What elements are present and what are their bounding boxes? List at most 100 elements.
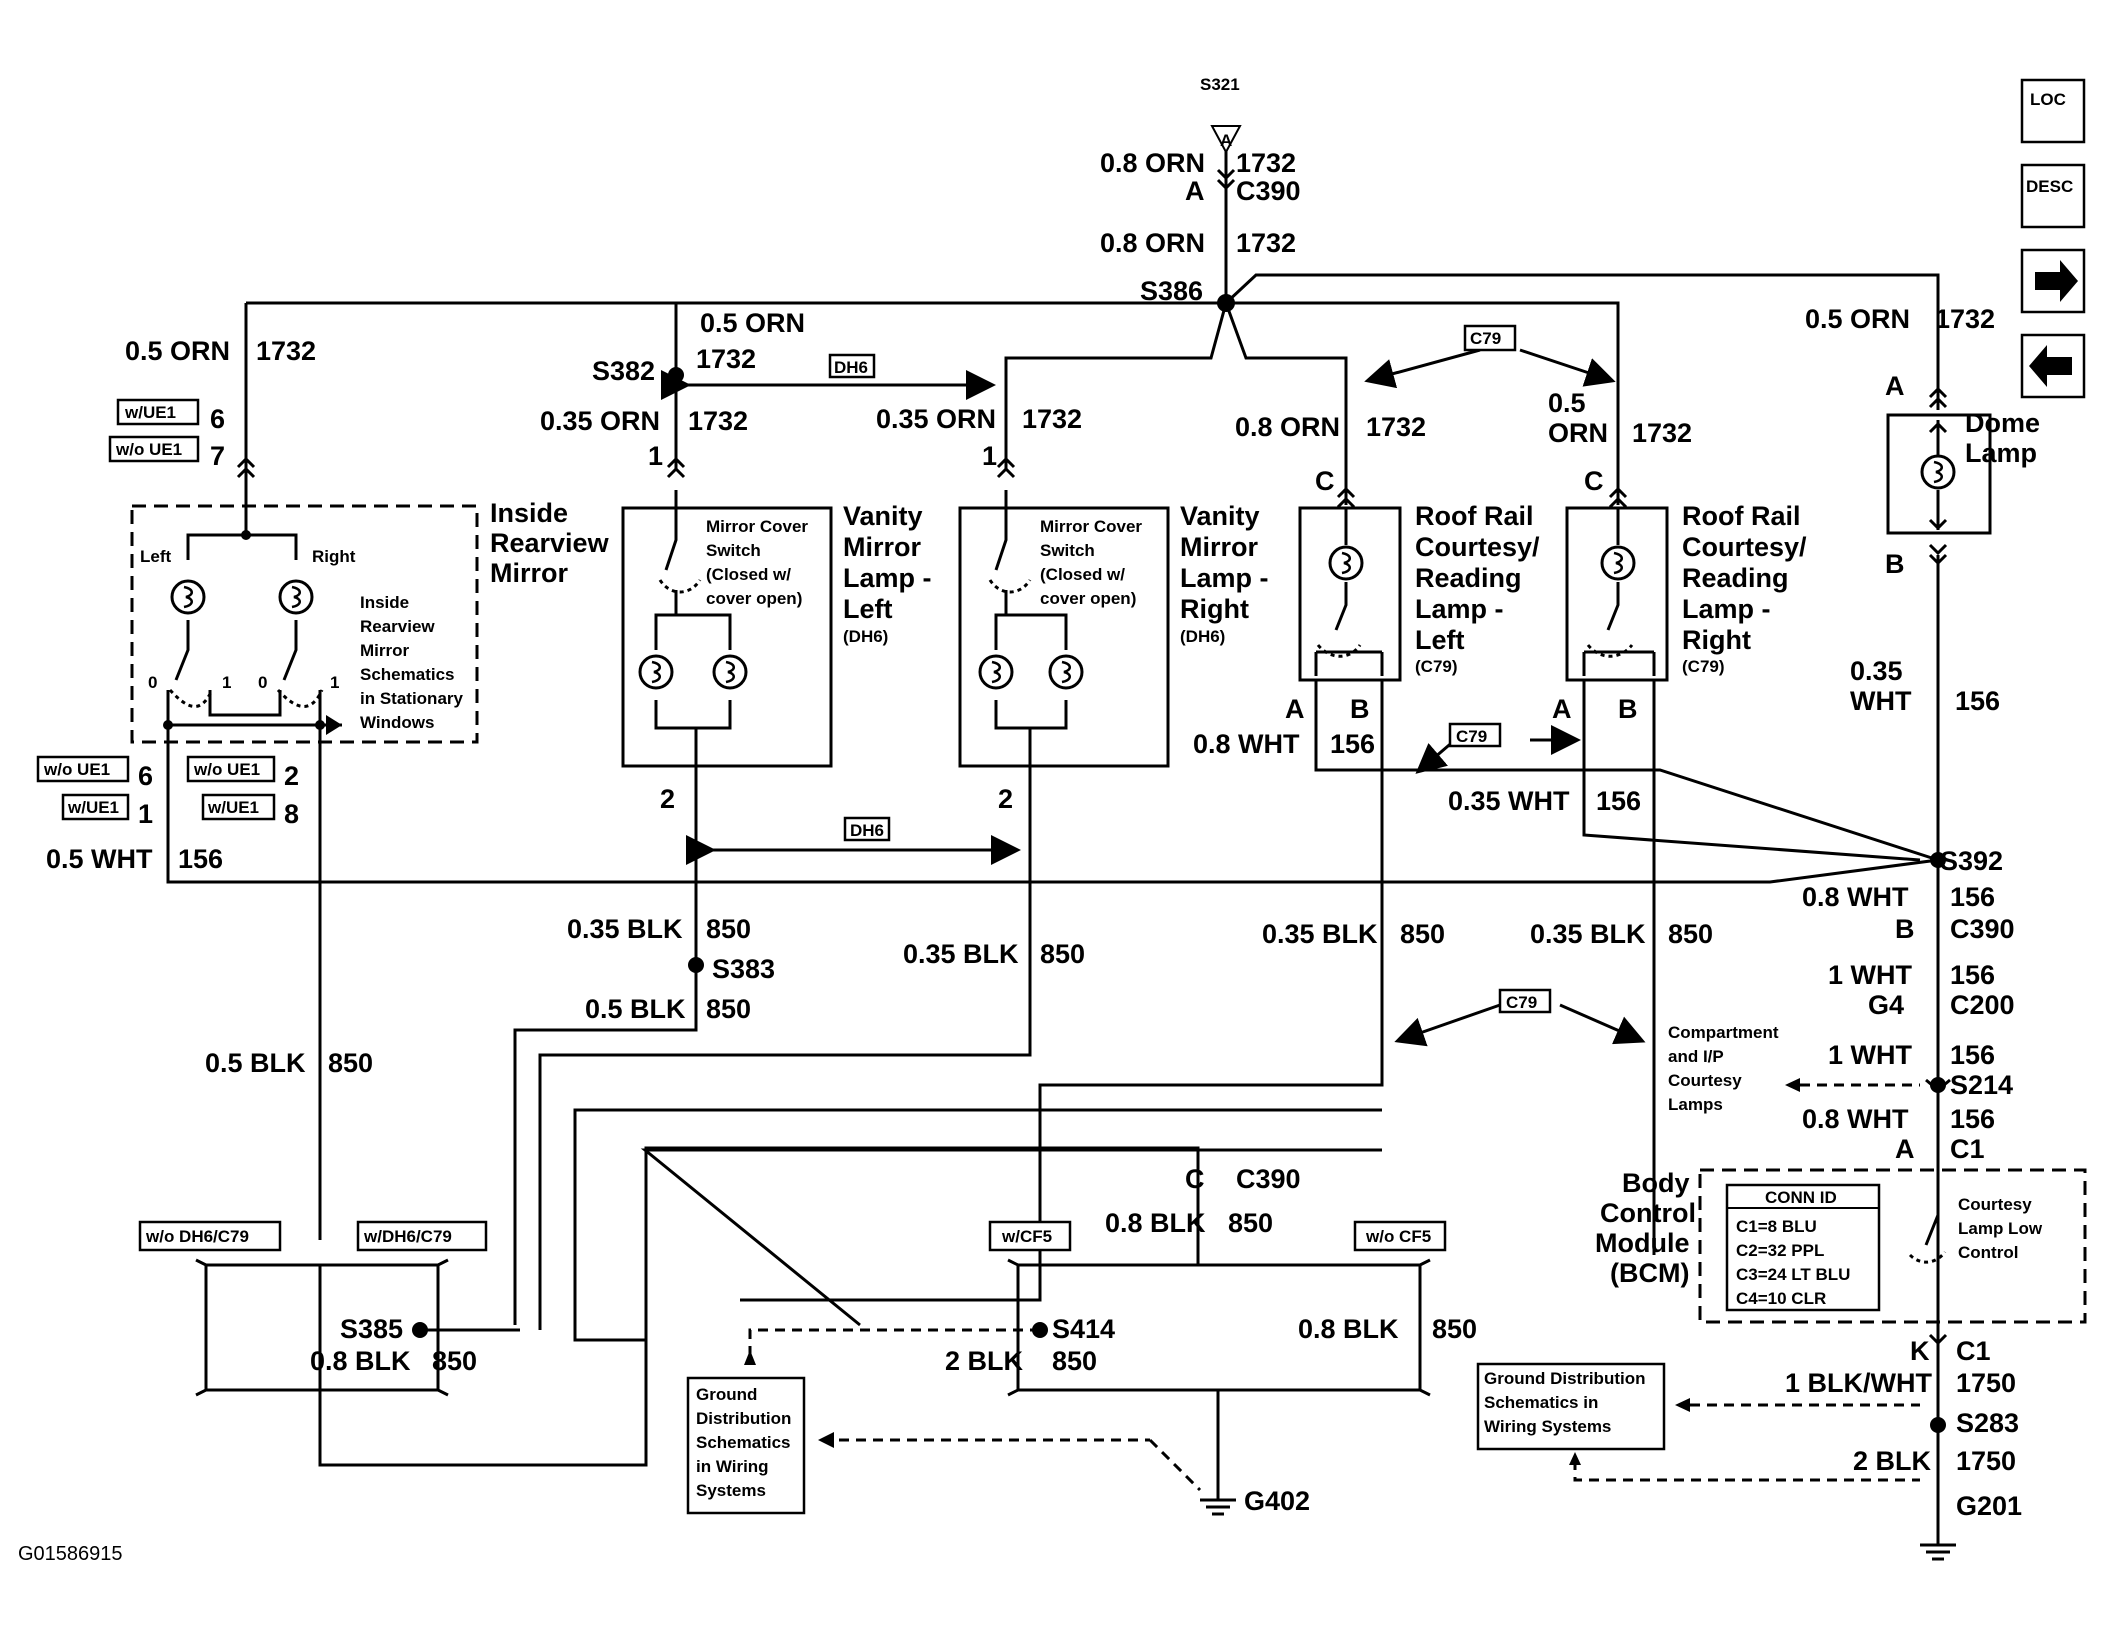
mirror-left: Left	[140, 547, 172, 566]
dome-title-1: Dome	[1965, 408, 2040, 438]
top-wire-1: 0.8 ORN	[1100, 148, 1205, 178]
vanity-right-pin-1: 1	[982, 441, 997, 471]
conn-id-c2: C2=32 PPL	[1736, 1241, 1824, 1260]
rc-circuit-4: 156	[1950, 1104, 1995, 1134]
bcm-gd-2: Schematics in	[1484, 1393, 1598, 1412]
next-arrow-icon[interactable]	[2035, 260, 2078, 302]
rr-title-6: (C79)	[1682, 657, 1725, 676]
s321-pin: A	[1220, 131, 1232, 150]
mirror-one-2: 1	[330, 673, 339, 692]
vanity-right-feed-circuit: 1732	[1022, 404, 1082, 434]
mirror-blk-wire: 0.5 BLK	[205, 1048, 306, 1078]
left-circuit: 1732	[256, 336, 316, 366]
mirror-wht-circuit: 156	[178, 844, 223, 874]
roof-wht-wire-2: 0.35 WHT	[1448, 786, 1570, 816]
bcm-note-2: Lamp Low	[1958, 1219, 2043, 1238]
dome-title-2: Lamp	[1965, 438, 2037, 468]
bcm-wire-2: 2 BLK	[1853, 1446, 1932, 1476]
mirror-pin-1: 6	[138, 761, 153, 791]
desc-button[interactable]: DESC	[2022, 165, 2084, 227]
rc-c1: C1	[1950, 1134, 1985, 1164]
vr-blk-wire: 0.35 BLK	[903, 939, 1019, 969]
mirror-note-1: Inside	[360, 593, 409, 612]
dome-pin-a: A	[1885, 371, 1905, 401]
vanity-feed-wire: 0.5 ORN	[700, 308, 805, 338]
figure-id: G01586915	[18, 1543, 123, 1565]
vr-title-3: Lamp -	[1180, 563, 1269, 593]
tag-ue1: w/UE1	[124, 403, 176, 422]
mirror-title-3: Mirror	[490, 558, 569, 588]
mirror-zero-2: 0	[258, 673, 267, 692]
center-circuit: 850	[1228, 1208, 1273, 1238]
tag-c79-low: C79	[1506, 993, 1537, 1012]
rr-blk-circuit: 850	[1668, 919, 1713, 949]
bcm-note-1: Courtesy	[1958, 1195, 2032, 1214]
roof-right-wire-2: ORN	[1548, 418, 1608, 448]
bcm-title-3: Module	[1595, 1228, 1690, 1258]
rr-title-5: Right	[1682, 625, 1751, 655]
roof-wht-circuit: 156	[1330, 729, 1375, 759]
vr-title-4: Right	[1180, 594, 1249, 624]
conn-id-c1: C1=8 BLU	[1736, 1217, 1817, 1236]
rc-circuit-3: 156	[1950, 1040, 1995, 1070]
rr-title-1: Roof Rail	[1682, 501, 1801, 531]
loc-button[interactable]: LOC	[2022, 80, 2084, 142]
rc-c390: C390	[1950, 914, 2015, 944]
prev-arrow-icon[interactable]	[2029, 345, 2072, 387]
tag-dh6-top: DH6	[834, 358, 868, 377]
bcm-title-2: Control	[1600, 1198, 1696, 1228]
rr-title-4: Lamp -	[1682, 594, 1771, 624]
gd-4: in Wiring	[696, 1457, 769, 1476]
tag-c79-mid: C79	[1456, 727, 1487, 746]
mirror-pin-4: 8	[284, 799, 299, 829]
mirror-zero: 0	[148, 673, 157, 692]
s283-label: S283	[1956, 1408, 2019, 1438]
s414-circuit: 850	[1052, 1346, 1097, 1376]
vanity-right-feed-wire: 0.35 ORN	[876, 404, 996, 434]
rl-title-6: (C79)	[1415, 657, 1458, 676]
left-wire: 0.5 ORN	[125, 336, 230, 366]
g201-label: G201	[1956, 1491, 2022, 1521]
tag-no-ue1: w/o UE1	[115, 440, 182, 459]
vl-blk-circuit: 850	[706, 914, 751, 944]
mirror-tag-3: w/UE1	[67, 798, 119, 817]
vl-switch-1: Mirror Cover	[706, 517, 808, 536]
rl-title-2: Courtesy/	[1415, 532, 1540, 562]
gd-3: Schematics	[696, 1433, 791, 1452]
g402-label: G402	[1244, 1486, 1310, 1516]
bcm-wire-1: 1 BLK/WHT	[1785, 1368, 1932, 1398]
bcm-note-3: Control	[1958, 1243, 2018, 1262]
bcm-c1: C1	[1956, 1336, 1991, 1366]
desc-label: DESC	[2026, 177, 2073, 196]
vl-switch-4: cover open)	[706, 589, 802, 608]
cf5-wire: 0.8 BLK	[1298, 1314, 1399, 1344]
vl-switch-2: Switch	[706, 541, 761, 560]
rc-wire-3: 1 WHT	[1828, 1040, 1913, 1070]
compartment-1: Compartment	[1668, 1023, 1779, 1042]
vl-blk-circuit-2: 850	[706, 994, 751, 1024]
vl-title-2: Mirror	[843, 532, 922, 562]
tag-wo-cf5: w/o CF5	[1365, 1227, 1431, 1246]
mirror-tag-2: w/o UE1	[193, 760, 260, 779]
vl-blk-wire-2: 0.5 BLK	[585, 994, 686, 1024]
rr-title-3: Reading	[1682, 563, 1789, 593]
dome-feed-circuit: 1732	[1935, 304, 1995, 334]
vl-switch-3: (Closed w/	[706, 565, 791, 584]
rc-pin-b: B	[1895, 914, 1915, 944]
c390-pin-c: C	[1185, 1164, 1205, 1194]
conn-id-c3: C3=24 LT BLU	[1736, 1265, 1850, 1284]
vanity-feed-circuit: 1732	[696, 344, 756, 374]
vl-title-5: (DH6)	[843, 627, 888, 646]
vanity-left-feed-circuit: 1732	[688, 406, 748, 436]
bcm-circuit-1: 1750	[1956, 1368, 2016, 1398]
bcm-gd-1: Ground Distribution	[1484, 1369, 1645, 1388]
rl-blk-circuit: 850	[1400, 919, 1445, 949]
bcm-circuit-2: 1750	[1956, 1446, 2016, 1476]
center-wire: 0.8 BLK	[1105, 1208, 1206, 1238]
rc-circuit-1: 156	[1950, 882, 1995, 912]
roof-right-circuit: 1732	[1632, 418, 1692, 448]
vr-switch-3: (Closed w/	[1040, 565, 1125, 584]
rc-wire-1: 0.8 WHT	[1802, 882, 1909, 912]
rr-blk-wire: 0.35 BLK	[1530, 919, 1646, 949]
